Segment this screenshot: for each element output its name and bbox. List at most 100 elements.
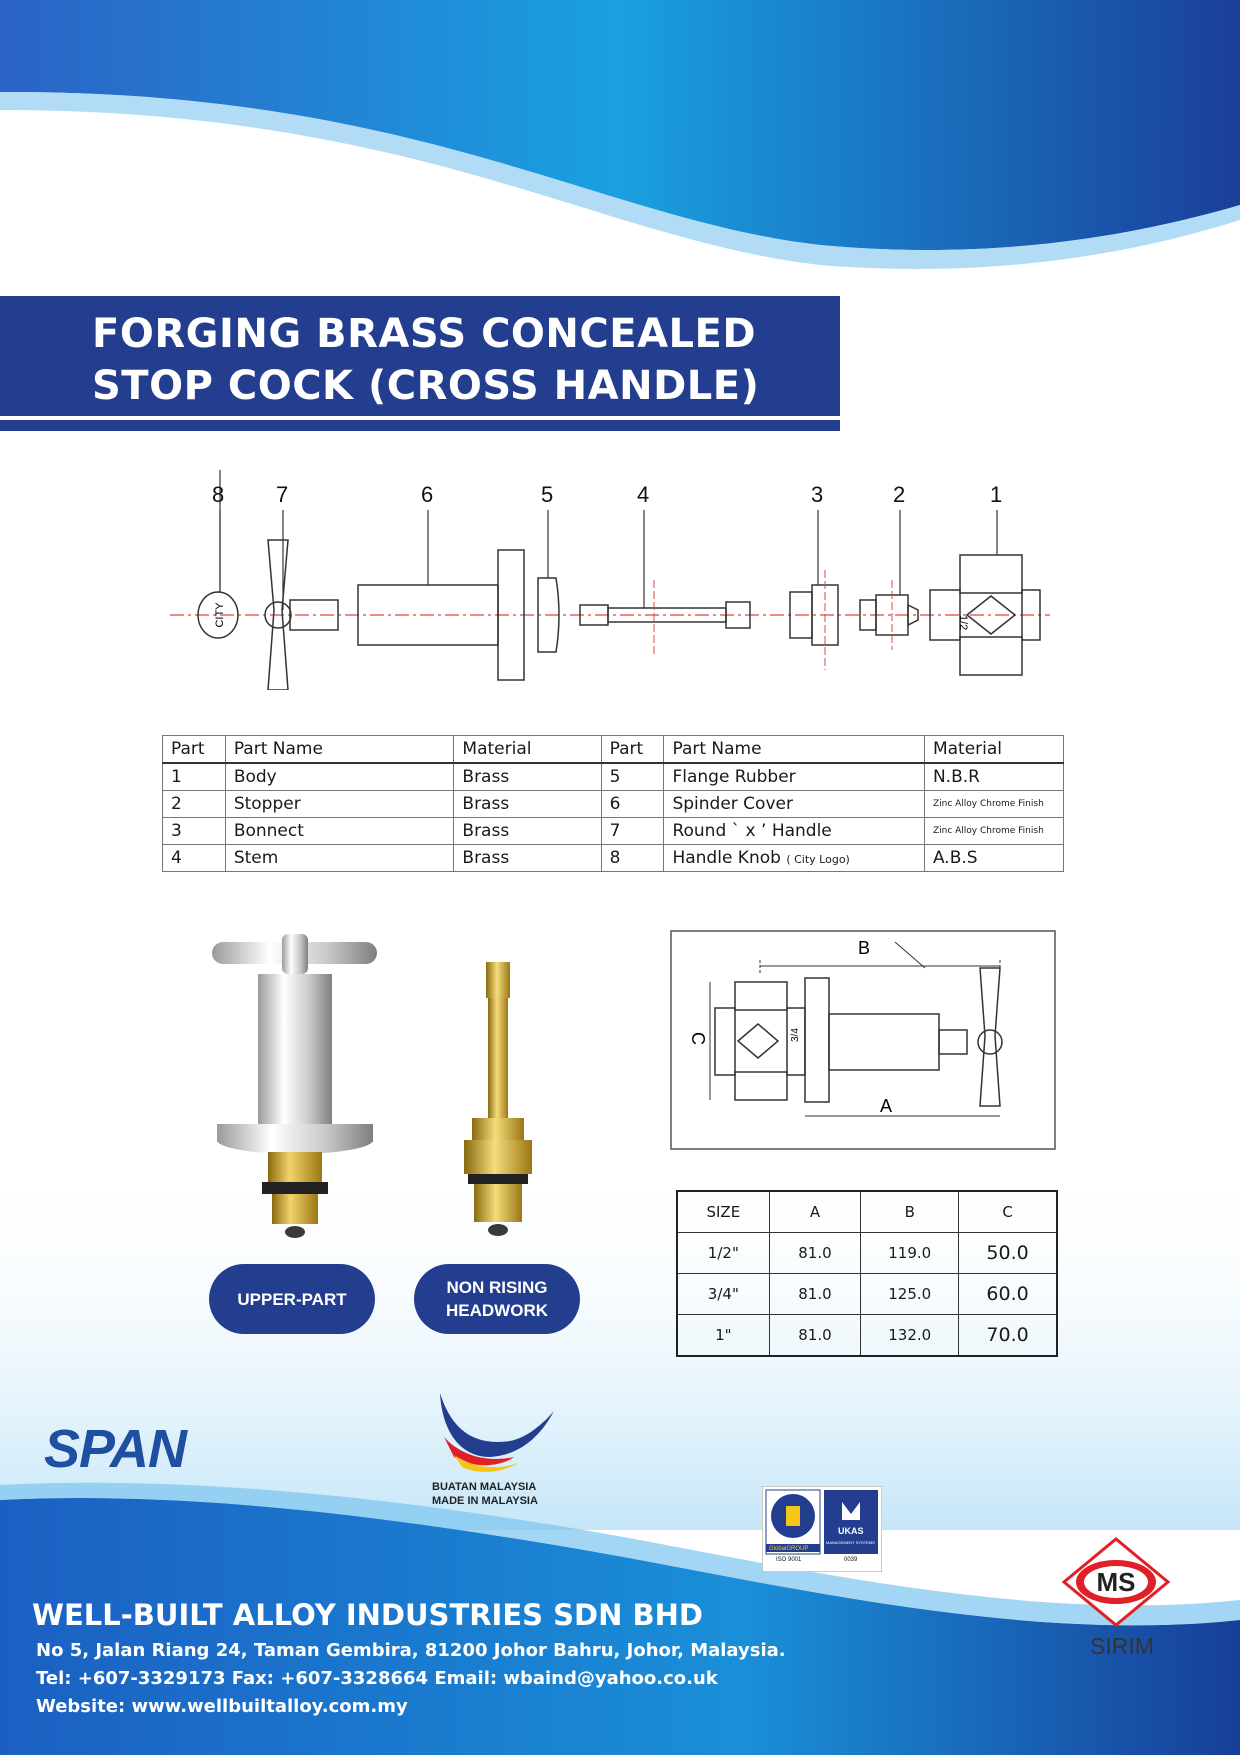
cell-material: A.B.S [923,844,1065,872]
cell-part: 2 [162,790,226,818]
part-number-5: 5 [541,482,553,507]
cell-name: Body [224,762,455,791]
cell-material: Zinc Alloy Chrome Finish [923,790,1065,818]
knob-city-text: CITY [214,602,226,628]
dimension-label-b: B [858,938,870,958]
cell-part: 8 [600,844,665,872]
buatan-line-1: BUATAN MALAYSIA [432,1481,537,1493]
cell-name: Handle Knob [672,848,781,868]
part-number-3: 3 [811,482,823,507]
headwork-line-1: NON RISING [446,1278,548,1297]
cell-material: Brass [453,817,602,845]
col-part-b: Part [600,735,665,764]
dimension-label-a: A [880,1096,892,1116]
cell-name: Bonnect [224,817,455,845]
cell-a: 81.0 [768,1314,862,1357]
table-row: 1" 81.0 132.0 70.0 [676,1314,1058,1357]
cell-name: Stem [224,844,455,872]
col-material-b: Material [923,735,1065,764]
col-part-a: Part [162,735,226,764]
col-a: A [768,1190,862,1233]
ukas-sub-text: MANAGEMENT SYSTEMS [826,1540,875,1545]
table-row: 3/4" 81.0 125.0 60.0 [676,1273,1058,1315]
part-number-2: 2 [893,482,905,507]
company-name: WELL-BUILT ALLOY INDUSTRIES SDN BHD [32,1598,703,1632]
cell-c: 50.0 [958,1232,1058,1274]
upper-part-label-text: UPPER-PART [237,1289,347,1309]
ms-mark-text: MS [1097,1567,1136,1597]
col-c: C [958,1190,1058,1233]
sirim-ms-logo: MS [1061,1537,1171,1627]
iso-brand-text: GlobalGROUP [769,1546,808,1552]
company-contact: Tel: +607-3329173 Fax: +607-3328664 Emai… [36,1668,718,1689]
body-size-text: 1/2 [957,615,969,630]
company-address: No 5, Jalan Riang 24, Taman Gembira, 812… [36,1640,786,1661]
title-line-1: FORGING BRASS CONCEALED [92,311,757,357]
headwork-label: NON RISING HEADWORK [414,1264,580,1334]
cell-b: 125.0 [860,1273,960,1315]
iso-cert-text: ISO 9001 [776,1557,802,1563]
buatan-line-2: MADE IN MALAYSIA [432,1495,538,1507]
part-number-8: 8 [212,482,224,507]
headwork-photo [464,962,532,1236]
title-line-2: STOP COCK (CROSS HANDLE) [92,363,760,409]
dimension-label-c: C [688,1032,708,1045]
table-row: 1 Body Brass 5 Flange Rubber N.B.R [162,762,1065,791]
page-title: FORGING BRASS CONCEALED STOP COCK (CROSS… [92,308,832,412]
cell-part: 7 [600,817,665,845]
col-b: B [860,1190,960,1233]
size-table: SIZE A B C 1/2" 81.0 119.0 50.0 3/4" 81.… [676,1190,1058,1357]
cell-material: Brass [453,762,602,791]
cell-part: 1 [162,762,226,791]
parts-table-header: Part Part Name Material Part Part Name M… [162,735,1065,764]
buatan-malaysia-text: BUATAN MALAYSIA MADE IN MALAYSIA [432,1480,538,1508]
cell-material: Brass [453,844,602,872]
cell-name-with-note: Handle Knob ( City Logo) [663,844,925,872]
table-row: 1/2" 81.0 119.0 50.0 [676,1232,1058,1274]
upper-part-label: UPPER-PART [209,1264,375,1334]
cell-material: Zinc Alloy Chrome Finish [923,817,1065,845]
cell-size: 1" [676,1314,770,1357]
size-table-header: SIZE A B C [676,1190,1058,1233]
cell-b: 132.0 [860,1314,960,1357]
cell-name: Flange Rubber [663,762,925,791]
cell-c: 70.0 [958,1314,1058,1357]
cell-material: Brass [453,790,602,818]
cell-a: 81.0 [768,1273,862,1315]
col-name-a: Part Name [224,735,455,764]
title-underline [0,420,840,431]
cell-size: 1/2" [676,1232,770,1274]
ukas-text: UKAS [838,1526,864,1536]
cell-name: Round ` x ’ Handle [663,817,925,845]
cell-b: 119.0 [860,1232,960,1274]
cell-c: 60.0 [958,1273,1058,1315]
part-number-6: 6 [421,482,433,507]
cell-name: Stopper [224,790,455,818]
cell-name: Spinder Cover [663,790,925,818]
buatan-malaysia-logo [440,1393,554,1472]
cell-material: N.B.R [923,762,1065,791]
title-banner [0,296,840,416]
span-logo: SPAN [44,1419,187,1479]
table-row: 4 Stem Brass 8 Handle Knob ( City Logo) … [162,844,1065,872]
parts-table: Part Part Name Material Part Part Name M… [162,735,1065,872]
company-website: Website: www.wellbuiltalloy.com.my [36,1696,408,1717]
cell-a: 81.0 [768,1232,862,1274]
part-number-4: 4 [637,482,649,507]
col-name-b: Part Name [663,735,925,764]
cell-part: 5 [600,762,665,791]
certification-logos: GlobalGROUP ISO 9001 UKAS MANAGEMENT SYS… [762,1486,882,1572]
exploded-parts-diagram: 8 7 6 5 4 3 2 1 CITY 1/2 [170,470,1050,690]
cell-part: 6 [600,790,665,818]
headwork-label-text: NON RISING HEADWORK [446,1276,548,1322]
ukas-code-text: 0039 [844,1557,858,1563]
dimension-body-text: 3/4 [790,1028,801,1042]
headwork-line-2: HEADWORK [446,1301,548,1320]
part-number-7: 7 [276,482,288,507]
sirim-text: SIRIM [1090,1633,1154,1659]
cell-size: 3/4" [676,1273,770,1315]
col-material-a: Material [453,735,602,764]
dimension-drawing: B A C 3/4 [670,930,1056,1150]
col-size: SIZE [676,1190,770,1233]
